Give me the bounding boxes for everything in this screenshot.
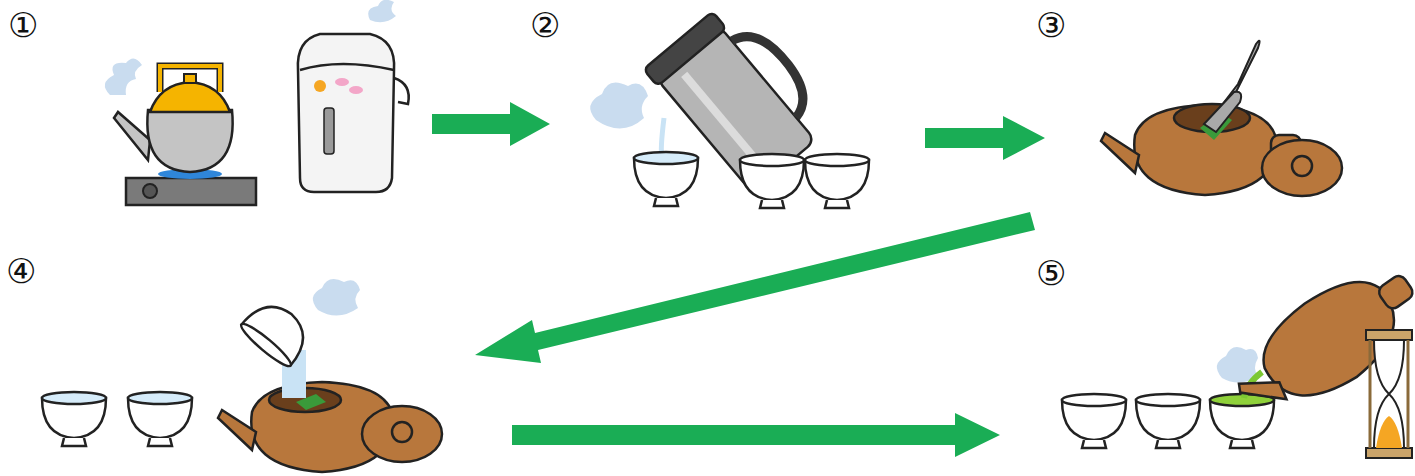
step-number: ① [8, 8, 38, 42]
step-number: ③ [1036, 8, 1066, 42]
step-number: ② [530, 8, 560, 42]
step-number: ⑤ [1036, 256, 1066, 290]
step-number: ④ [6, 254, 36, 288]
